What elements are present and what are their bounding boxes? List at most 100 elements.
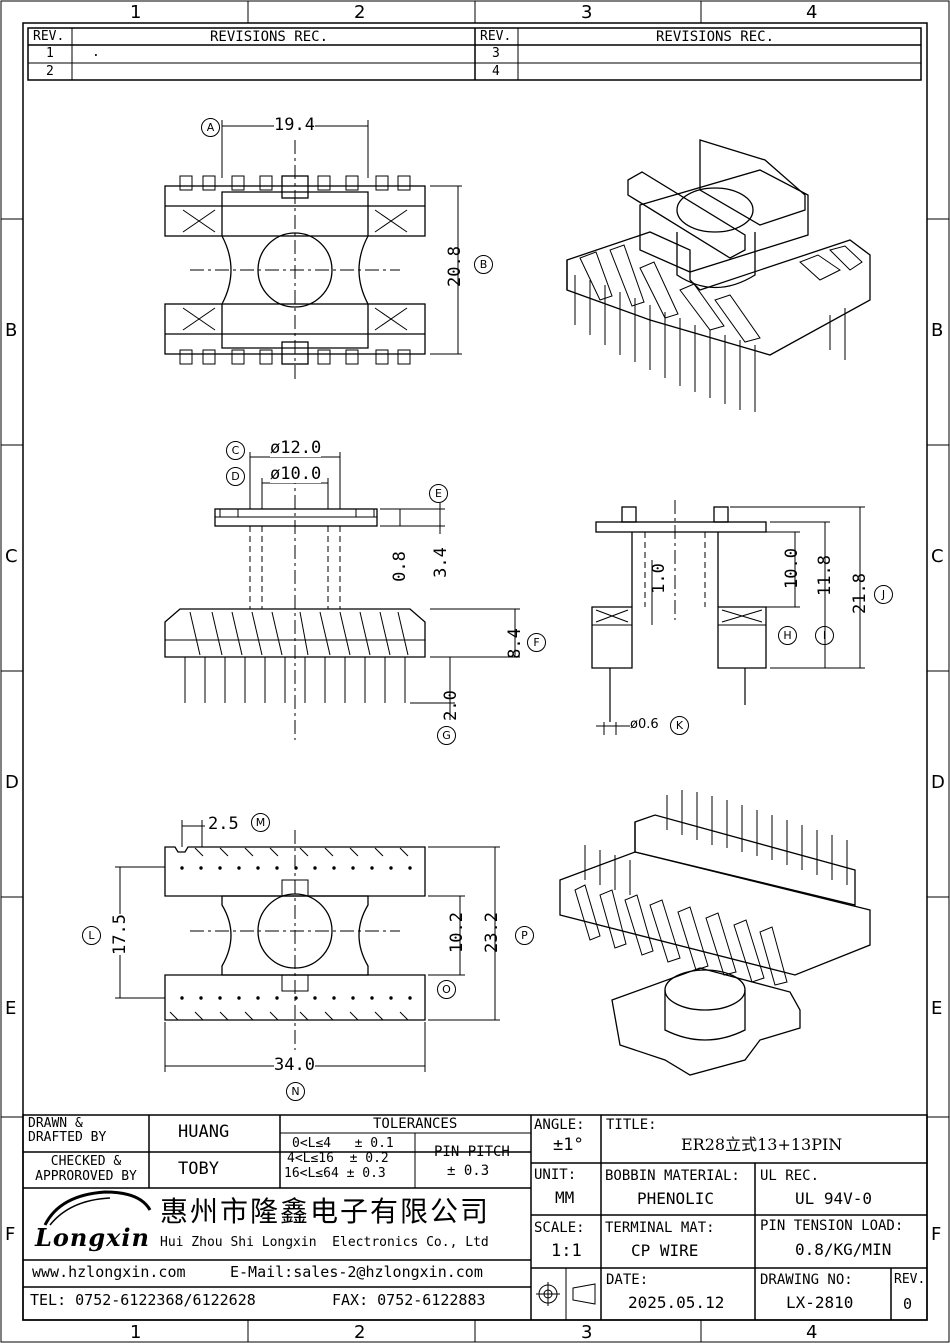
rev-row-2: 2 [46, 64, 54, 79]
callout-g: G [437, 726, 456, 745]
company-name-cn: 惠州市隆鑫电子有限公司 [160, 1195, 491, 1228]
company-website: www.hzlongxin.com [32, 1263, 186, 1281]
unit-label: UNIT: [534, 1167, 577, 1183]
dim-bottom-span: 17.5 [109, 914, 130, 955]
rev-row-1-rec: . [92, 45, 100, 60]
date-label: DATE: [606, 1272, 649, 1288]
dim-bottom-pitch: 2.5 [208, 814, 239, 834]
ul-label: UL REC. [760, 1168, 820, 1184]
dim-side-h10: 10.0 [781, 548, 802, 589]
rev-row-3: 3 [492, 46, 500, 61]
column-label-4-bottom: 4 [806, 1322, 818, 1343]
iso-view-top [566, 139, 871, 412]
row-label-b: B [5, 320, 18, 341]
row-label-f-right: F [931, 1224, 942, 1245]
callout-p: P [515, 926, 534, 945]
company-fax: FAX: 0752-6122883 [332, 1291, 486, 1309]
callout-d: D [226, 467, 245, 486]
bobbin-value: PHENOLIC [637, 1189, 715, 1208]
dim-top-height: 20.8 [444, 246, 465, 287]
revisions-header-left: REVISIONS REC. [210, 29, 329, 45]
tolerance-row-3: 16<L≤64 ± 0.3 [284, 1166, 386, 1181]
tolerance-row-2: 4<L≤16 ± 0.2 [287, 1151, 389, 1166]
angle-value: ±1° [553, 1135, 584, 1155]
rev-label: REV. [894, 1272, 926, 1287]
drawn-label: DRAWN & DRAFTED BY [28, 1116, 107, 1145]
front-view [164, 452, 520, 740]
company-logo: Longxin [35, 1223, 150, 1252]
company-email: E-Mail:sales-2@hzlongxin.com [230, 1263, 483, 1281]
rev-header-right: REV. [480, 29, 512, 44]
row-label-b-right: B [931, 320, 944, 341]
tension-label: PIN TENSION LOAD: [760, 1218, 904, 1234]
callout-c: C [226, 441, 245, 460]
callout-l: L [82, 926, 101, 945]
revisions-header-right: REVISIONS REC. [656, 29, 775, 45]
title-block-grid [22, 1114, 928, 1321]
terminal-value: CP WIRE [631, 1241, 699, 1260]
bobbin-label: BOBBIN MATERIAL: [605, 1168, 740, 1184]
callout-n: N [286, 1082, 305, 1101]
dim-side-h118: 11.8 [814, 555, 835, 596]
callout-i: I [815, 626, 834, 645]
dim-side-h218: 21.8 [849, 573, 870, 614]
checked-label: CHECKED & APPROROVED BY [35, 1154, 137, 1184]
row-label-d-right: D [931, 772, 945, 793]
row-label-f: F [5, 1224, 16, 1245]
callout-j: J [874, 585, 893, 604]
rev-row-4: 4 [492, 64, 500, 79]
ul-value: UL 94V-0 [795, 1189, 873, 1208]
rev-row-1: 1 [46, 46, 54, 61]
column-label-2: 2 [354, 2, 366, 23]
tolerances-label: TOLERANCES [373, 1116, 458, 1132]
dim-bottom-inner: 10.2 [446, 912, 467, 953]
top-view [164, 120, 462, 380]
row-label-c: C [5, 546, 18, 567]
unit-value: MM [555, 1188, 575, 1207]
dim-bottom-length: 34.0 [274, 1055, 315, 1075]
column-label-2-bottom: 2 [354, 1322, 366, 1343]
column-label-3: 3 [581, 2, 593, 23]
callout-e: E [429, 484, 448, 503]
side-view [591, 500, 865, 735]
terminal-label: TERMINAL MAT: [605, 1220, 715, 1236]
rev-value: 0 [903, 1295, 913, 1313]
dim-side-h1: 1.0 [648, 563, 669, 594]
dim-side-pin-diameter: ø0.6 [630, 717, 659, 732]
dim-front-d10: ø10.0 [270, 464, 322, 484]
dim-front-h34: 3.4 [430, 547, 451, 578]
title-value: ER28立式13+13PIN [681, 1135, 843, 1154]
drawn-value: HUANG [178, 1122, 230, 1142]
pin-pitch-label: PIN PITCH [434, 1144, 510, 1160]
tolerance-row-1: 0<L≤4 ± 0.1 [292, 1136, 394, 1151]
projection-symbol [536, 1282, 596, 1306]
column-label-1-bottom: 1 [130, 1322, 142, 1343]
callout-o: O [437, 980, 456, 999]
column-label-1: 1 [130, 2, 142, 23]
dim-front-flange: 0.8 [389, 551, 410, 582]
title-label: TITLE: [606, 1117, 657, 1133]
company-name-en: Hui Zhou Shi Longxin Electronics Co., Lt… [160, 1235, 489, 1250]
angle-label: ANGLE: [534, 1117, 585, 1133]
dim-front-h84: 8.4 [504, 628, 525, 659]
dim-top-width: 19.4 [274, 115, 315, 135]
drawing-no-label: DRAWING NO: [760, 1272, 853, 1288]
callout-f: F [527, 633, 546, 652]
callout-b: B [474, 255, 493, 274]
callout-m: M [251, 813, 270, 832]
checked-value: TOBY [178, 1159, 219, 1179]
tension-value: 0.8/KG/MIN [795, 1240, 892, 1259]
row-label-c-right: C [931, 546, 944, 567]
column-label-4: 4 [806, 2, 818, 23]
row-label-e-right: E [931, 998, 943, 1019]
rev-header-left: REV. [33, 29, 65, 44]
iso-view-bottom [559, 790, 871, 1076]
callout-k: K [670, 716, 689, 735]
drawing-no-value: LX-2810 [786, 1293, 854, 1312]
dim-front-pin: 2.0 [440, 690, 461, 721]
logo-swoosh [43, 1190, 152, 1226]
row-label-d: D [5, 772, 19, 793]
date-value: 2025.05.12 [628, 1293, 725, 1312]
scale-label: SCALE: [534, 1220, 585, 1236]
